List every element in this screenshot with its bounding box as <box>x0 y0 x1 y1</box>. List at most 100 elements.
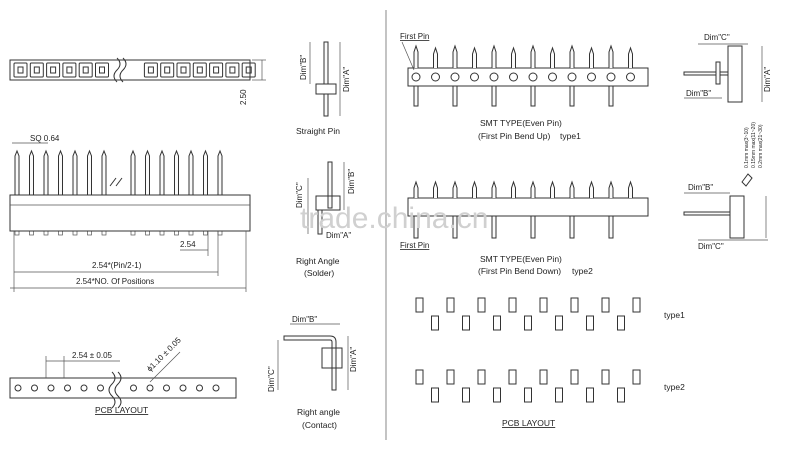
smt-pin-up <box>511 180 516 198</box>
pcb-hole <box>97 384 104 392</box>
smt-pin-foot <box>491 85 497 107</box>
smt-pin-up <box>491 180 497 198</box>
dim-positions-formula: 2.54*NO. Of Positions <box>76 277 154 286</box>
pin-square <box>29 62 44 78</box>
smt-pad <box>524 315 532 331</box>
smt-pin-up <box>433 46 438 68</box>
dim-b-smt-top: Dim"B" <box>686 89 711 98</box>
smt-pin-up <box>511 46 516 68</box>
pcb-layout-left-caption: PCB LAYOUT <box>95 405 148 415</box>
straight-pin-detail: Dim"B" Dim"A" Straight Pin <box>296 41 351 136</box>
dim-c-smt-top: Dim"C" <box>704 33 730 42</box>
pcb-hole <box>14 384 22 392</box>
smt-pin-ring <box>470 72 479 82</box>
pin-square <box>143 62 158 78</box>
pin-square <box>225 62 240 78</box>
smt-pin-up <box>628 180 633 198</box>
side-pin-tail <box>130 230 136 236</box>
pcb-layout-left: 2.54 ± 0.05 ϕ1.10 ± 0.05 PCB LAYOUT <box>9 335 237 415</box>
dim-c-solder: Dim"C" <box>295 182 304 208</box>
dim-c-smt-bottom: Dim"C" <box>698 242 724 251</box>
right-angle-caption: Right Angle <box>296 256 340 266</box>
side-pin <box>203 149 208 195</box>
smt-side-detail-bottom: Dim"B" Dim"C" <box>683 183 768 251</box>
dim-a-straight: Dim"A" <box>342 67 351 92</box>
smt-pin-foot <box>413 85 419 107</box>
pcb-hole <box>47 384 55 392</box>
pcb-hole <box>80 384 88 392</box>
smt-pad <box>477 369 486 385</box>
smt-pad <box>586 387 594 403</box>
pin-squares <box>13 62 256 78</box>
straight-pin-caption: Straight Pin <box>296 126 340 136</box>
smt-pin-foot <box>530 85 536 107</box>
smt-pin-up <box>491 44 497 68</box>
dim-a-smt-top: Dim"A" <box>763 67 772 92</box>
smt-pin-foot <box>569 215 575 239</box>
smt2-line1: SMT TYPE(Even Pin) <box>480 254 562 264</box>
first-pin-label-2: First Pin <box>400 241 429 250</box>
side-pin-tail <box>43 230 49 236</box>
smt-pad <box>508 369 517 385</box>
dim-b-straight: Dim"B" <box>299 55 308 80</box>
smt-pad <box>632 297 641 313</box>
smt-pad <box>601 297 610 313</box>
smt-pin-foot <box>452 215 458 239</box>
pin-square <box>160 62 175 78</box>
pin-square-hole <box>245 66 252 74</box>
smt-pins-type1 <box>411 44 635 107</box>
dim-c-contact: Dim"C" <box>267 366 276 392</box>
smt-type1: First Pin SMT TYPE(Even Pin) (First Pin … <box>400 32 649 141</box>
solder-caption: (Solder) <box>304 268 334 278</box>
smt-side-detail-top: Dim"C" Dim"B" Dim"A" <box>683 33 772 103</box>
smt-pin-up <box>628 46 633 68</box>
side-pin-tail <box>217 230 223 236</box>
right-angle-solder-detail: Dim"B" Dim"C" Dim"A" Right Angle (Solder… <box>295 161 356 278</box>
pin-square <box>192 62 207 78</box>
dim-a-contact: Dim"A" <box>349 347 358 372</box>
pcb-hole <box>196 384 203 392</box>
smt-pins-type2 <box>413 180 633 239</box>
first-pin-label-1: First Pin <box>400 32 429 41</box>
tol-1: 0.1mm max(3~10) <box>744 127 750 168</box>
side-pin <box>72 149 78 195</box>
pin-square <box>78 62 93 78</box>
smt1-line2: (First Pin Bend Up) <box>478 131 550 141</box>
smt-pin-ring <box>626 72 635 82</box>
smt-pad <box>446 369 455 385</box>
pin-square-hole <box>213 66 220 74</box>
pin-square <box>95 62 109 78</box>
smt-pin-ring <box>567 72 577 82</box>
side-pin-tail <box>58 230 63 236</box>
smt-pad <box>539 369 548 385</box>
pin-square-hole <box>50 66 57 74</box>
smt-pad <box>477 297 486 313</box>
right-angle2-caption: Right angle <box>297 407 340 417</box>
pcb-hole <box>163 384 170 392</box>
smt-pin-foot <box>569 85 575 107</box>
smt-pad <box>446 297 455 313</box>
side-pin-tail <box>72 230 78 236</box>
tol-3: 0.2mm max(21~30) <box>758 124 764 168</box>
smt-pin-ring <box>489 72 499 82</box>
dim-pin-formula: 2.54*(Pin/2-1) <box>92 261 142 270</box>
side-pin <box>174 149 179 195</box>
pcb-hole <box>64 384 71 392</box>
pin-square-hole <box>147 66 154 74</box>
smt-pin-up <box>550 46 555 68</box>
smt-pad <box>431 315 439 331</box>
smt1-type: type1 <box>560 131 581 141</box>
smt-pad <box>586 315 594 331</box>
side-pin <box>188 149 194 195</box>
pin-square-hole <box>229 66 236 74</box>
smt-pin-foot <box>491 215 497 239</box>
smt-pad <box>462 315 470 331</box>
smt-pin-up <box>530 180 536 198</box>
smt-pad <box>462 387 470 403</box>
smt-pin-up <box>589 46 594 68</box>
side-pin <box>130 149 136 195</box>
side-pin-tail <box>101 230 107 236</box>
pin-square-hole <box>180 66 187 74</box>
smt-tolerance-notes: 0.1mm max(3~10) 0.15mm max(11~20) 0.2mm … <box>741 122 764 187</box>
